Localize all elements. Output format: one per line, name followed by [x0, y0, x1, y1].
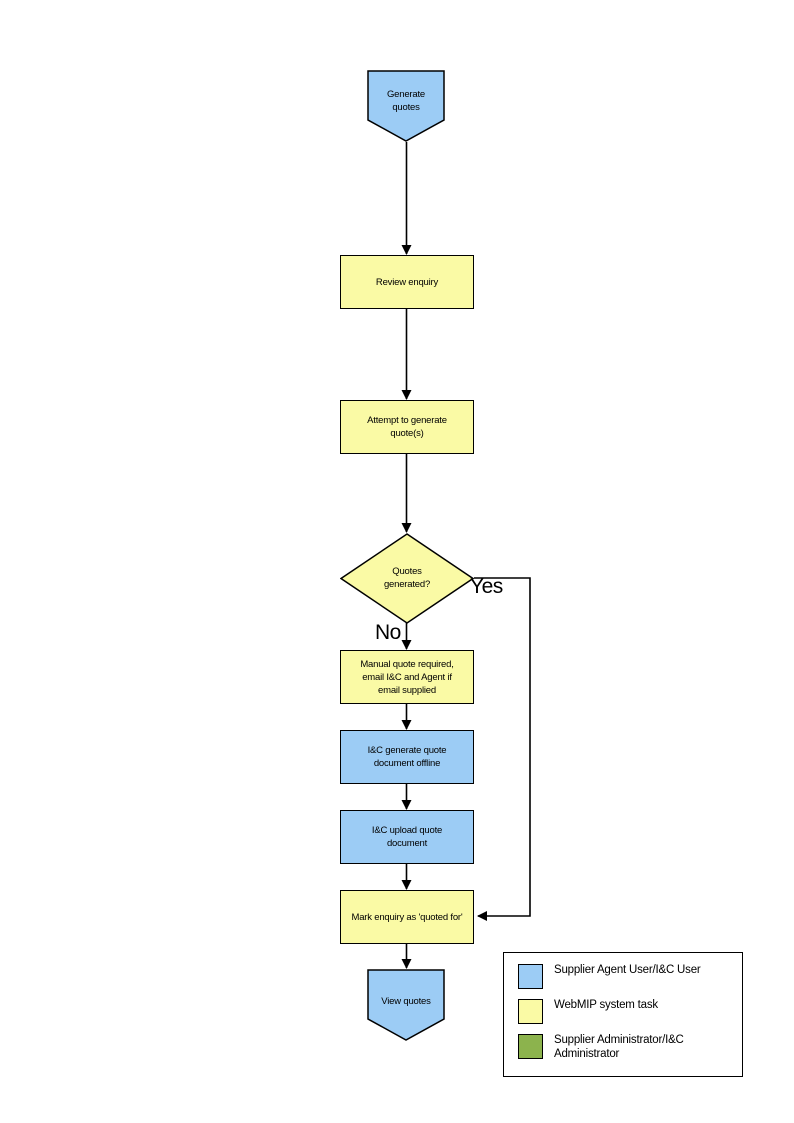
node-review-enquiry[interactable]: Review enquiry [340, 255, 474, 309]
node-ic-generate-line2: document offline [373, 758, 441, 769]
node-attempt-generate-line2: quote(s) [390, 428, 424, 439]
node-generate-quotes[interactable]: Generate quotes [367, 70, 445, 142]
node-view-quotes-label: View quotes [381, 996, 431, 1007]
node-manual-quote-line1: Manual quote required, [360, 658, 454, 670]
node-manual-quote-line2: email I&C and Agent if [362, 671, 452, 683]
legend-item-system: WebMIP system task [518, 998, 742, 1024]
node-quotes-generated-label: Quotes generated? [340, 565, 474, 591]
node-ic-upload-line2: document [386, 838, 428, 849]
legend-swatch-admin [518, 1034, 543, 1059]
legend-swatch-user [518, 964, 543, 989]
legend-label-user: Supplier Agent User/I&C User [554, 964, 701, 976]
diamond-shape [340, 533, 474, 624]
edge-label-yes: Yes [470, 575, 503, 598]
node-ic-generate-quote-offline[interactable]: I&C generate quote document offline [340, 730, 474, 784]
pentagon-shape [367, 70, 445, 142]
edge-decision-yes-to-mark [474, 577, 531, 921]
node-generate-quotes-line1: Generate [386, 89, 425, 100]
node-manual-quote-line3: email supplied [378, 684, 436, 696]
legend-item-user: Supplier Agent User/I&C User [518, 963, 742, 989]
node-ic-upload-quote-document-label: I&C upload quote document [372, 824, 442, 850]
node-generate-quotes-line2: quotes [392, 102, 420, 113]
node-quotes-generated-decision[interactable]: Quotes generated? [340, 533, 474, 624]
node-quotes-generated-line2: generated? [383, 579, 431, 590]
node-view-quotes[interactable]: View quotes [367, 969, 445, 1041]
legend-label-admin: Supplier Administrator/I&C Administrator [554, 1033, 684, 1061]
node-ic-generate-quote-offline-label: I&C generate quote document offline [368, 744, 447, 770]
node-attempt-generate-quotes[interactable]: Attempt to generate quote(s) [340, 400, 474, 454]
node-ic-generate-line1: I&C generate quote [367, 745, 447, 756]
node-attempt-generate-quotes-label: Attempt to generate quote(s) [367, 414, 447, 440]
node-mark-enquiry-quoted-for-label: Mark enquiry as 'quoted for' [351, 911, 463, 923]
node-generate-quotes-label: Generate quotes [367, 88, 445, 114]
pentagon-shape [367, 969, 445, 1041]
node-manual-quote-required-label: Manual quote required, email I&C and Age… [360, 658, 454, 697]
legend-swatch-system [518, 999, 543, 1024]
legend-item-admin: Supplier Administrator/I&C Administrator [518, 1033, 742, 1061]
edge-label-no: No [375, 621, 401, 644]
node-ic-upload-line1: I&C upload quote [371, 825, 443, 836]
node-review-enquiry-label: Review enquiry [375, 276, 439, 288]
node-mark-enquiry-quoted-for[interactable]: Mark enquiry as 'quoted for' [340, 890, 474, 944]
legend: Supplier Agent User/I&C User WebMIP syst… [503, 952, 743, 1077]
node-attempt-generate-line1: Attempt to generate [367, 415, 447, 426]
legend-label-admin-line1: Supplier Administrator/I&C [554, 1034, 684, 1046]
node-ic-upload-quote-document[interactable]: I&C upload quote document [340, 810, 474, 864]
node-manual-quote-required[interactable]: Manual quote required, email I&C and Age… [340, 650, 474, 704]
legend-label-admin-line2: Administrator [554, 1048, 620, 1060]
legend-label-system: WebMIP system task [554, 999, 658, 1011]
node-quotes-generated-line1: Quotes [392, 566, 422, 577]
